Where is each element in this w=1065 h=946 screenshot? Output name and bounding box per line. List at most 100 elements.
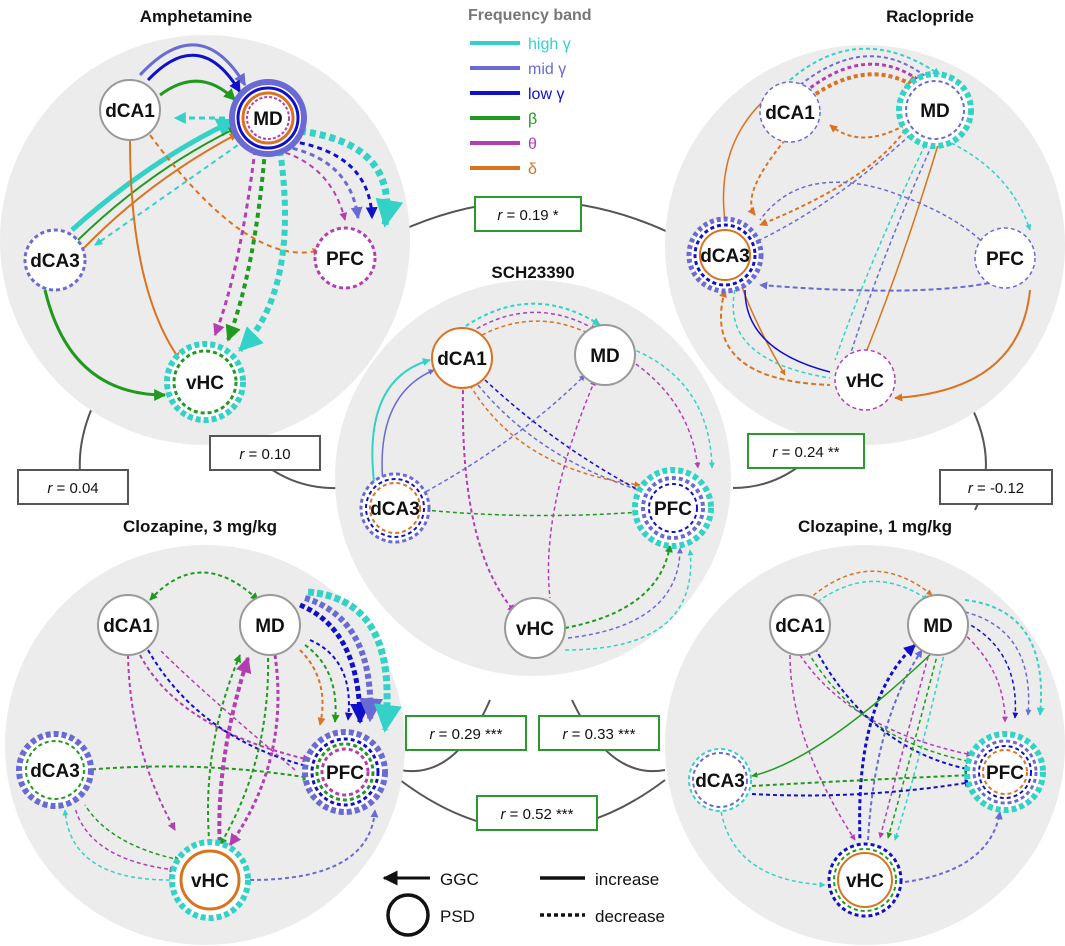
edge xyxy=(146,53,242,94)
edge xyxy=(893,649,946,841)
node-label: vHC xyxy=(846,371,884,392)
edge xyxy=(759,181,991,251)
edge xyxy=(304,595,384,723)
correlation-box-cloz3-cloz1: r = 0.52 *** xyxy=(476,795,598,831)
edge xyxy=(309,639,353,721)
r-symbol: r xyxy=(501,806,507,823)
node-label: dCA1 xyxy=(103,616,153,637)
node-md: MD xyxy=(229,79,307,157)
node-label: vHC xyxy=(516,619,554,640)
edge xyxy=(299,649,326,726)
panel-background xyxy=(0,35,410,445)
r-value: = 0.33 *** xyxy=(568,726,636,743)
node-label: dCA3 xyxy=(30,761,80,782)
edge xyxy=(237,149,288,353)
edge xyxy=(381,369,435,486)
node-pfc: PFC xyxy=(964,731,1046,813)
svg-text:r = 0.24 **: r = 0.24 ** xyxy=(772,444,839,461)
node-label: dCA1 xyxy=(437,349,487,370)
r-value: = 0.19 * xyxy=(502,207,558,224)
edge xyxy=(159,649,296,771)
edge xyxy=(964,599,1045,716)
legend-label: θ xyxy=(528,136,537,153)
node-label: PFC xyxy=(654,499,692,520)
edge xyxy=(789,654,856,841)
edge xyxy=(847,144,933,363)
node-label: MD xyxy=(590,346,620,367)
svg-text:r = 0.33 ***: r = 0.33 *** xyxy=(563,726,636,743)
r-value: = 0.29 *** xyxy=(435,726,503,743)
edge xyxy=(567,547,683,639)
legend-label: δ xyxy=(528,161,537,178)
edges xyxy=(43,43,404,401)
edge xyxy=(217,656,252,851)
edge xyxy=(83,133,238,249)
node-vhc: vHC xyxy=(834,349,896,411)
r-value: = 0.24 ** xyxy=(777,444,839,461)
node-md: MD xyxy=(239,594,301,656)
node-label: dCA1 xyxy=(775,616,825,637)
edges xyxy=(719,570,1045,888)
legend-title: Frequency band xyxy=(468,7,592,24)
edge xyxy=(219,657,270,846)
svg-text:r = 0.04: r = 0.04 xyxy=(47,480,98,497)
node-label: dCA1 xyxy=(105,101,155,122)
node-vhc: vHC xyxy=(504,597,566,659)
r-symbol: r xyxy=(772,444,778,461)
edge xyxy=(564,549,694,651)
edge xyxy=(564,544,673,629)
edge xyxy=(43,289,167,401)
node-label: PFC xyxy=(326,763,364,784)
edge xyxy=(751,649,936,778)
node-pfc: PFC xyxy=(313,226,377,290)
symbol-key: GGC PSD increase decrease xyxy=(382,870,665,937)
edge xyxy=(225,149,267,342)
node-label: dCA3 xyxy=(370,499,420,520)
panel-title: Amphetamine xyxy=(140,7,252,26)
panel-title: Clozapine, 1 mg/kg xyxy=(798,517,952,536)
edge xyxy=(867,649,923,841)
key-label: decrease xyxy=(595,907,665,926)
panel-amphetamine: Amphetamine dCA1 xyxy=(0,7,410,445)
edge xyxy=(629,359,701,469)
edge xyxy=(274,143,363,220)
edge xyxy=(371,358,431,491)
node-label: dCA3 xyxy=(700,246,750,267)
node-pfc: PFC xyxy=(302,729,388,815)
node-dca1: dCA1 xyxy=(759,81,821,143)
edge xyxy=(84,765,311,781)
edges xyxy=(62,571,402,881)
legend-item-mid-gamma: mid γ xyxy=(470,61,566,78)
node-pfc: PFC xyxy=(632,467,714,549)
key-label: increase xyxy=(595,870,659,889)
edge xyxy=(469,320,593,343)
correlation-box-amph-sch: r = 0.10 xyxy=(209,435,321,471)
panel-clozapine-1: Clozapine, 1 mg/kg dCA1 xyxy=(665,517,1065,945)
node-label: MD xyxy=(255,616,285,637)
svg-text:r = 0.52 ***: r = 0.52 *** xyxy=(501,806,574,823)
edge xyxy=(464,311,597,337)
correlation-box-amph-rac: r = 0.19 * xyxy=(474,196,582,232)
edge xyxy=(829,124,906,139)
legend-label: β xyxy=(528,111,537,128)
edge xyxy=(861,144,939,363)
node-vhc: vHC xyxy=(827,842,903,918)
node-label: MD xyxy=(923,616,953,637)
edge xyxy=(961,631,1008,723)
node-label: vHC xyxy=(191,871,229,892)
edge xyxy=(424,509,641,517)
legend-label: high γ xyxy=(528,36,571,53)
edge xyxy=(629,347,715,469)
node-dca3: dCA3 xyxy=(359,472,431,544)
edge xyxy=(814,647,973,773)
frequency-legend: Frequency band high γ mid γ low γ β θ δ xyxy=(468,7,592,178)
edge xyxy=(419,374,586,496)
edge xyxy=(964,611,1032,716)
r-symbol: r xyxy=(497,207,503,224)
edge xyxy=(149,571,259,601)
edge xyxy=(62,809,171,881)
r-symbol: r xyxy=(430,726,436,743)
node-label: vHC xyxy=(846,871,884,892)
node-label: MD xyxy=(253,109,283,130)
